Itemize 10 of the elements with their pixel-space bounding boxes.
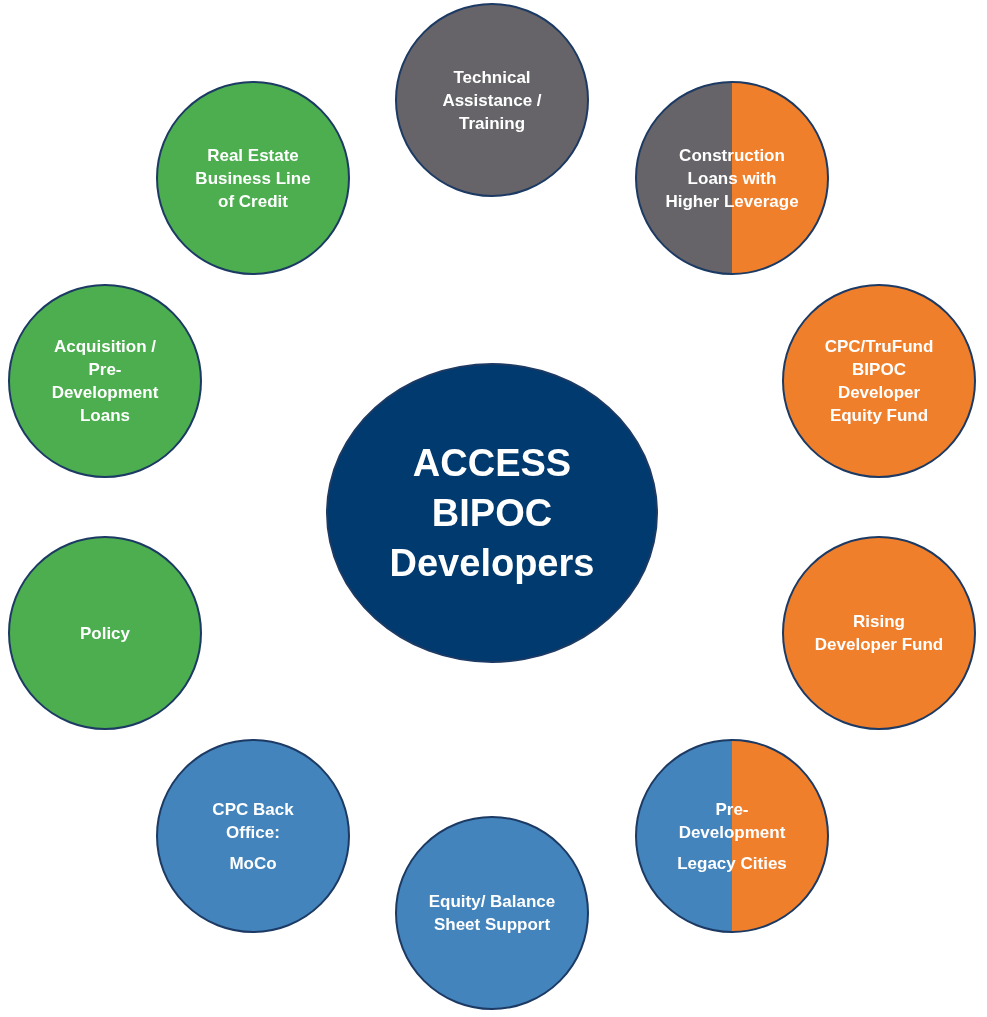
node-label: CPC/TruFund BIPOC Developer Equity Fund [823,336,935,427]
node-label: CPC Back Office: [211,798,295,844]
node-label: Rising Developer Fund [813,611,945,656]
node-label: Equity/ Balance Sheet Support [427,891,557,936]
node-label: Policy [78,622,132,645]
node-label: Acquisition / Pre-Development Loans [50,336,160,427]
node-label: Technical Assistance / Training [441,66,543,135]
node-label: Real Estate Business Line of Credit [194,144,312,213]
node-label: MoCo [228,852,278,875]
node-label: ACCESS BIPOC Developers [388,441,596,586]
